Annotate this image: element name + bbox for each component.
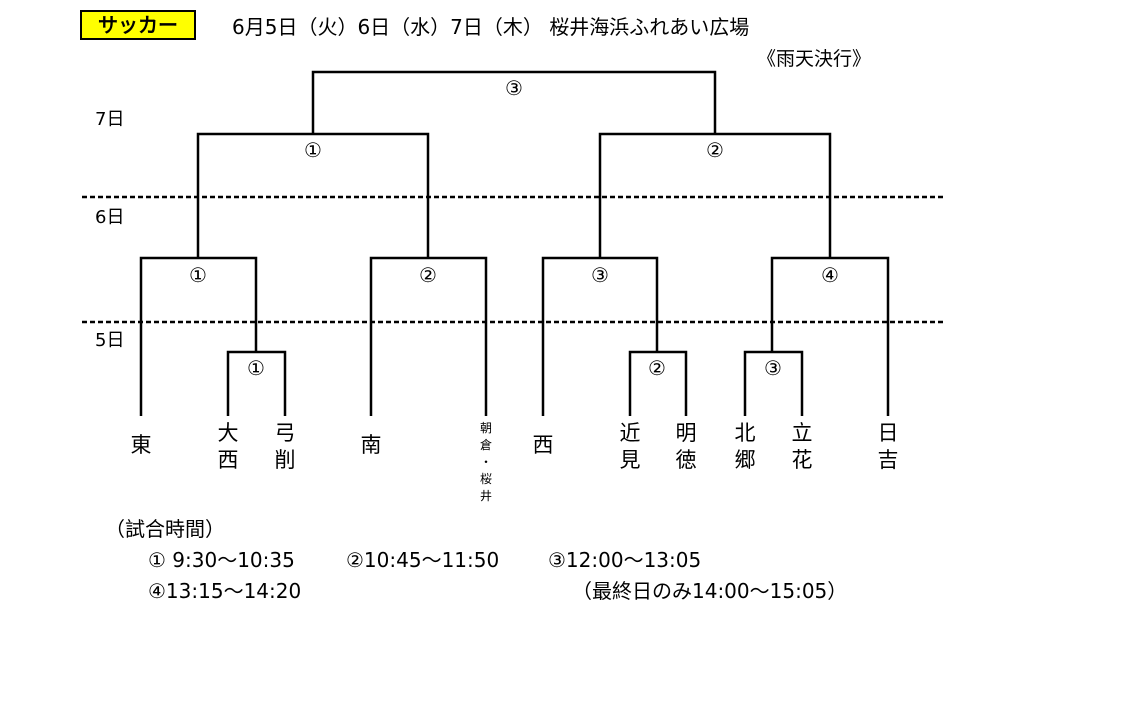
round-qf-1: ① — [189, 263, 207, 287]
schedule-slot-3: ③12:00～13:05 — [548, 548, 702, 572]
team-chikami: 近見 — [619, 421, 641, 472]
team-nishi: 西 — [532, 433, 554, 457]
team-yuge: 弓削 — [274, 421, 296, 472]
team-hojo: 北郷 — [734, 421, 756, 472]
round-final: ③ — [505, 76, 523, 100]
sport-label: サッカー — [80, 10, 196, 40]
round-r1-1: ① — [247, 356, 265, 380]
round-r1-3: ③ — [764, 356, 782, 380]
round-qf-4: ④ — [821, 263, 839, 287]
bracket-r1-3 — [743, 350, 804, 416]
bracket-qf-3 — [541, 256, 659, 416]
schedule-slot-2: ②10:45～11:50 — [346, 548, 500, 572]
team-onishi: 大西 — [217, 421, 239, 472]
bracket-r1-1 — [226, 350, 287, 416]
rain-note: 《雨天決行》 — [757, 48, 872, 70]
round-semi-left: ① — [304, 138, 322, 162]
team-higashi: 東 — [130, 433, 152, 457]
round-r1-2: ② — [648, 356, 666, 380]
schedule-title: （試合時間） — [105, 517, 225, 541]
schedule-slot-1: ① 9:30～10:35 — [148, 548, 295, 572]
round-semi-right: ② — [706, 138, 724, 162]
bracket-semi-left — [196, 132, 430, 258]
schedule-final-day-note: （最終日のみ14:00～15:05） — [572, 579, 848, 603]
dates-venue: 6月5日（火）6日（水）7日（木） 桜井海浜ふれあい広場 — [232, 15, 750, 39]
bracket-qf-1 — [139, 256, 258, 416]
bracket-qf-4 — [770, 256, 890, 416]
team-hiyoshi: 日吉 — [877, 421, 899, 472]
team-meitoku: 明徳 — [675, 421, 697, 472]
round-qf-2: ② — [419, 263, 437, 287]
schedule-slot-4: ④13:15～14:20 — [148, 579, 302, 603]
day-label-6: 6日 — [95, 207, 125, 228]
team-tachibana: 立花 — [791, 421, 813, 472]
bracket-semi-right — [598, 132, 832, 258]
bracket-qf-2 — [369, 256, 488, 416]
round-qf-3: ③ — [591, 263, 609, 287]
team-asakura-sakurai: 朝倉・桜井 — [479, 421, 492, 503]
day-label-5: 5日 — [95, 330, 125, 351]
bracket-final — [311, 70, 717, 134]
team-minami: 南 — [360, 433, 382, 457]
bracket-r1-2 — [628, 350, 688, 416]
day-label-7: 7日 — [95, 109, 125, 130]
